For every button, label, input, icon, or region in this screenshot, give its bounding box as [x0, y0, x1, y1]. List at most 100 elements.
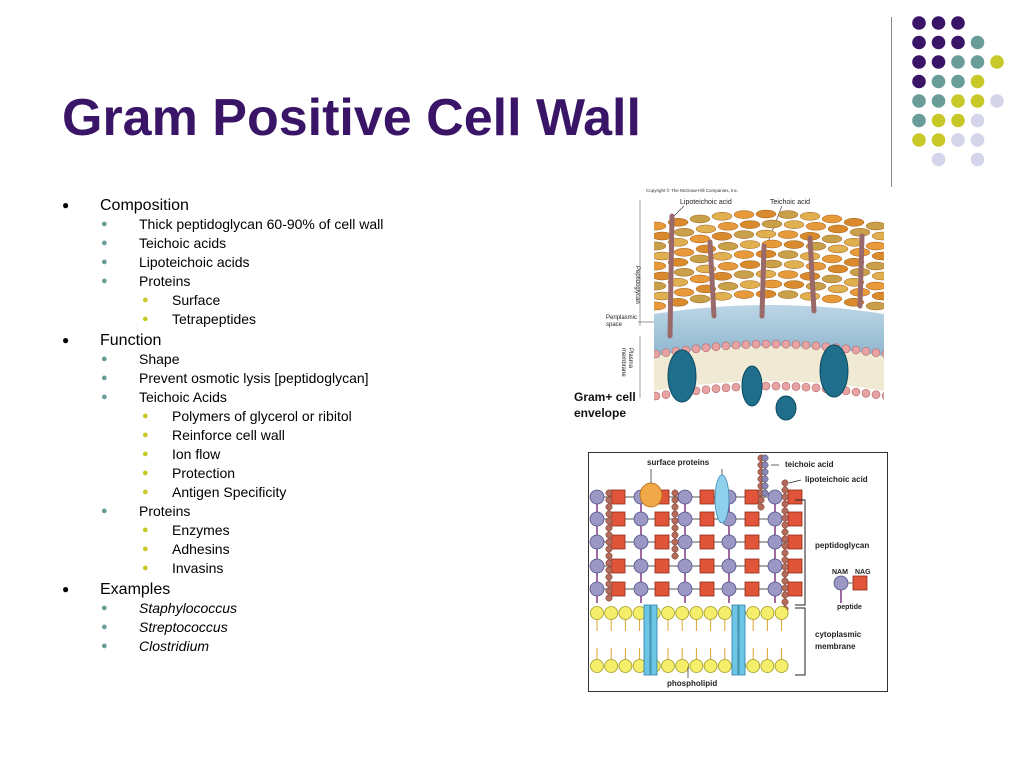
decor-dot-teal: [912, 113, 926, 128]
lipid-head: [861, 347, 871, 356]
nam-unit: [633, 534, 649, 550]
figure1-caption-line1: Gram+ cell: [574, 390, 636, 404]
teichoic-bead: [605, 524, 613, 532]
peptidoglycan-unit: [733, 290, 755, 299]
nam-unit: [633, 558, 649, 574]
teichoic-bead: [761, 454, 769, 462]
decor-dot-teal: [931, 74, 946, 89]
teichoic-bead: [671, 510, 679, 518]
teichoic-bead: [781, 528, 789, 536]
label-phospholipid: phospholipid: [667, 679, 717, 688]
teichoic-strand: [667, 213, 675, 339]
peptidoglycan-unit: [673, 288, 695, 297]
nag-unit: [699, 534, 715, 550]
phospholipid-head: [689, 606, 704, 620]
nam-unit: [767, 581, 783, 597]
nam-unit: [677, 489, 693, 505]
decor-dot-yellow: [931, 113, 946, 128]
nag-unit: [654, 581, 670, 597]
peptidoglycan-unit: [777, 210, 799, 219]
peptidoglycan-unit: [821, 214, 843, 224]
lipid-head: [881, 350, 884, 358]
decor-dot-purple: [912, 55, 926, 69]
peptidoglycan-unit: [777, 290, 799, 299]
outline-subitem: ●Streptococcus: [101, 619, 228, 635]
decor-dot-purple: [912, 74, 926, 89]
decor-dot-purple: [951, 35, 965, 50]
decor-dot-purple: [951, 16, 965, 30]
lipid-head: [871, 348, 881, 357]
teichoic-bead: [671, 531, 679, 539]
figure1-label-membrane: membrane: [620, 348, 626, 377]
surface-protein: [639, 482, 663, 508]
outline-subsubitem: ●Invasins: [142, 560, 224, 576]
label-nag: NAG: [855, 569, 871, 576]
outline-subsubitem: ●Enzymes: [142, 522, 230, 538]
nam-unit: [677, 558, 693, 574]
figure1-caption-line2: envelope: [574, 406, 626, 420]
peptidoglycan-unit: [733, 250, 755, 259]
label-surface-proteins: surface proteins: [647, 458, 710, 467]
teichoic-bead: [671, 496, 679, 504]
nag-unit: [787, 534, 803, 550]
decor-dot-yellow: [951, 94, 965, 108]
phospholipid-head: [774, 659, 789, 673]
cell-wall-schematic: surface proteins teichoic acid lipoteich…: [588, 452, 888, 692]
decor-dot-yellow: [990, 55, 1004, 69]
teichoic-bead: [781, 514, 789, 522]
decor-dot-purple: [912, 16, 926, 30]
teichoic-bead: [781, 486, 789, 494]
nag-unit: [787, 489, 803, 505]
lipid-head: [771, 339, 781, 349]
teichoic-bead: [605, 545, 613, 553]
peptidoglycan-unit: [865, 281, 884, 291]
teichoic-bead: [605, 580, 613, 588]
nam-unit: [589, 581, 605, 597]
teichoic-bead: [781, 563, 789, 571]
lipid-head: [721, 341, 731, 351]
outline-subitem: ●Lipoteichoic acids: [101, 254, 250, 270]
outline-subsubitem: ●Tetrapeptides: [142, 311, 257, 327]
label-membrane: membrane: [815, 642, 856, 651]
decorative-dot-grid: [912, 16, 1004, 167]
peptidoglycan-unit: [783, 260, 805, 269]
lipid-head: [731, 382, 741, 392]
outline-item-composition: ●Composition ●Thick peptidoglycan 60-90%…: [60, 196, 580, 329]
teichoic-bead: [671, 489, 679, 497]
nam-unit: [677, 581, 693, 597]
nam-unit: [677, 534, 693, 550]
decor-dot-teal: [951, 55, 965, 69]
teichoic-bead: [605, 531, 613, 539]
phospholipid-head: [661, 606, 675, 620]
teichoic-bead: [605, 594, 613, 602]
phospholipid-head: [774, 606, 789, 620]
peptidoglycan-unit: [695, 224, 717, 234]
peptidoglycan-unit: [673, 268, 695, 277]
teichoic-bead: [781, 598, 789, 606]
peptidoglycan-unit: [821, 254, 843, 264]
lipid-head: [741, 340, 751, 349]
teichoic-bead: [605, 503, 613, 511]
teichoic-bead: [781, 591, 789, 599]
lipid-head: [761, 339, 771, 349]
peptidoglycan-unit: [711, 272, 733, 281]
lipid-head: [791, 340, 801, 349]
teichoic-bead: [781, 577, 789, 585]
outline-subsubitem: ●Surface: [142, 292, 221, 308]
peptidoglycan-unit: [827, 244, 849, 254]
nag-unit: [654, 511, 670, 527]
teichoic-bead: [781, 556, 789, 564]
teichoic-bead: [605, 538, 613, 546]
nag-unit: [654, 534, 670, 550]
decor-dot-lavender: [970, 133, 985, 147]
phospholipid-head: [717, 606, 732, 620]
lipid-head: [751, 339, 761, 349]
peptidoglycan-unit: [654, 281, 667, 291]
nag-unit: [610, 581, 626, 597]
teichoic-strand: [707, 239, 717, 319]
lipid-head: [801, 382, 811, 392]
peptidoglycan-unit: [761, 239, 783, 249]
decor-dot-lavender: [970, 152, 985, 167]
decor-dot-purple: [912, 35, 926, 50]
phospholipid-head: [703, 659, 718, 673]
